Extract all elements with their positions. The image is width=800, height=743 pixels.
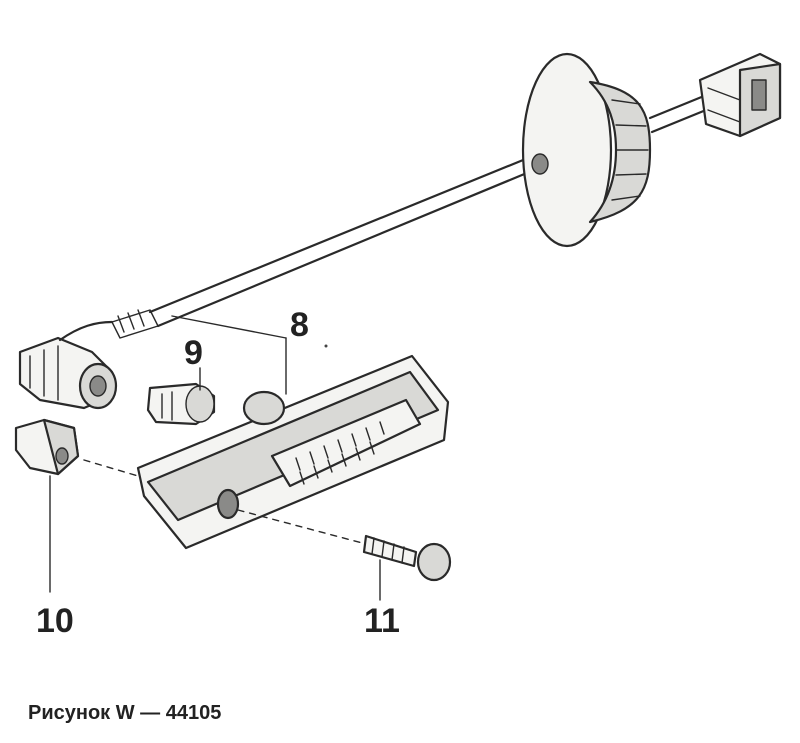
- stray-mark: [324, 344, 328, 348]
- callout-8: 8: [290, 306, 309, 344]
- side-marker-lamp: [136, 354, 450, 550]
- mounting-screw: [237, 509, 452, 601]
- callout-11: 11: [364, 602, 400, 640]
- rubber-grommet: [521, 52, 652, 248]
- callout-9: 9: [184, 334, 203, 372]
- plug-connector: [698, 52, 782, 138]
- lens-pattern: [295, 421, 385, 485]
- retaining-clip: [14, 418, 139, 593]
- wedge-bulb: [146, 367, 216, 426]
- wiring-harness: [111, 156, 536, 339]
- leader-8: [171, 315, 287, 395]
- figure-caption: Рисунок W — 44105: [28, 702, 222, 724]
- bulb-socket: [18, 320, 118, 410]
- callout-10: 10: [36, 602, 74, 640]
- connector-lead: [648, 94, 708, 134]
